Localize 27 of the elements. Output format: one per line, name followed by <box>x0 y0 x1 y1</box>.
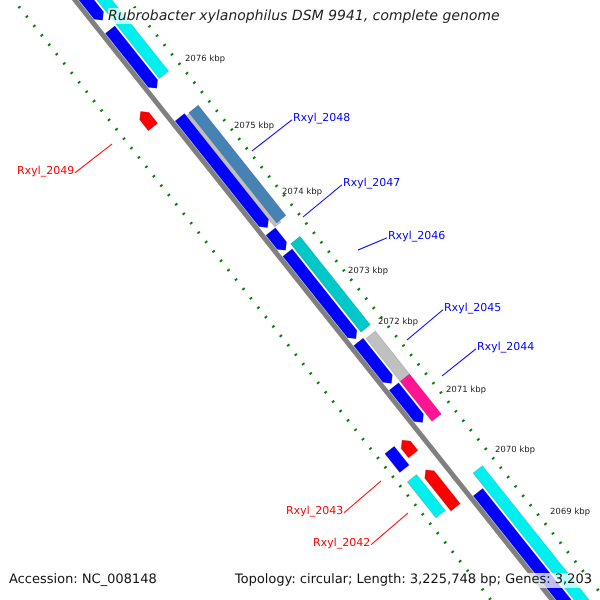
position-label: 2072 kbp <box>378 318 418 328</box>
position-label: 2070 kbp <box>495 446 536 456</box>
leader-line <box>252 119 292 152</box>
leader-line <box>344 480 382 514</box>
gene-label: Rxyl_2045 <box>444 302 502 315</box>
gene-label: Rxyl_2046 <box>388 230 446 243</box>
position-label: 2076 kbp <box>185 55 226 65</box>
position-label: 2073 kbp <box>348 267 388 277</box>
leader-line <box>302 184 342 218</box>
position-label: 2075 kbp <box>234 122 274 132</box>
genome-summary: Topology: circular; Length: 3,225,748 bp; Genes: 3,203 <box>234 573 592 588</box>
accession-label: Accession: NC_008148 <box>9 573 157 588</box>
position-label: 2074 kbp <box>282 188 322 198</box>
gene-label: Rxyl_2043 <box>286 505 344 518</box>
gene-label: Rxyl_2047 <box>343 177 400 190</box>
leader-line <box>442 348 476 376</box>
title: Rubrobacter xylanophilus DSM 9941, complete genome <box>108 8 500 24</box>
leader-line <box>370 512 408 546</box>
gene-label: Rxyl_2044 <box>477 341 534 354</box>
position-label: 2071 kbp <box>446 386 486 396</box>
position-label: 2069 kbp <box>550 508 590 518</box>
gene-label: Rxyl_2042 <box>313 537 370 550</box>
gene-label: Rxyl_2049 <box>17 165 74 178</box>
leader-line <box>358 237 388 250</box>
gene-label: Rxyl_2048 <box>293 112 350 125</box>
leader-line <box>74 144 112 174</box>
leader-line <box>406 309 444 340</box>
